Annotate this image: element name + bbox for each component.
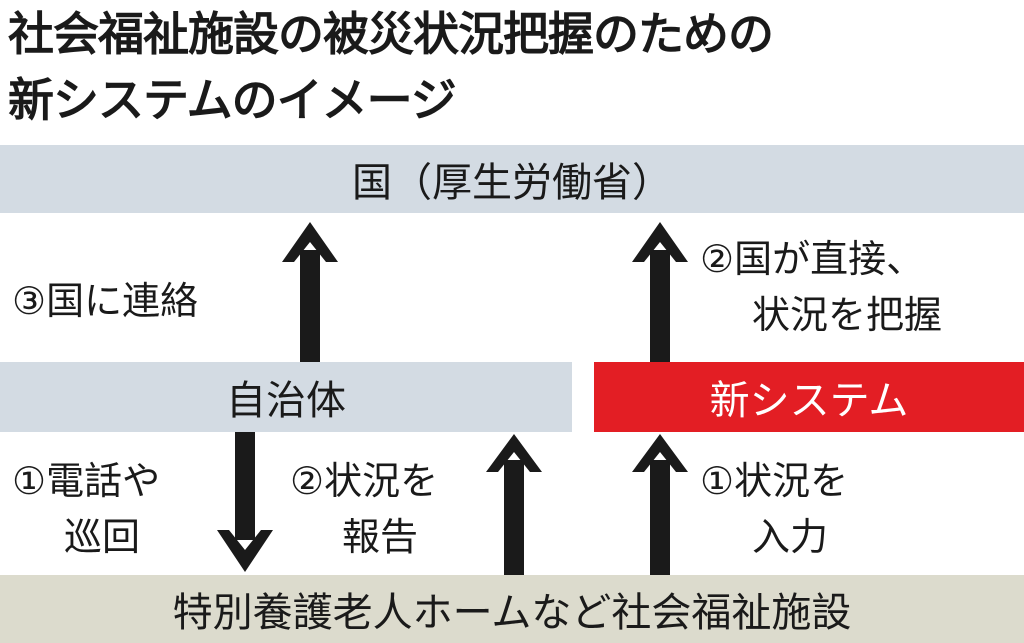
arrow-up-facilities-to-municipality	[486, 434, 542, 575]
municipality-box: 自治体	[0, 362, 572, 432]
label-phone-line-1: ①電話や	[12, 459, 161, 503]
label-direct-line-2: 状況を把握	[752, 293, 943, 337]
label-phone-line-2: 巡回	[64, 515, 141, 559]
label-report-line-1: ②状況を	[290, 459, 439, 503]
arrow-up-system-to-national	[632, 222, 688, 362]
arrow-down-municipality-to-facilities	[217, 432, 273, 572]
facilities-box: 特別養護老人ホームなど社会福祉施設	[0, 575, 1024, 643]
label-report-line-2: 報告	[342, 515, 419, 559]
national-government-box: 国（厚生労働省）	[0, 145, 1024, 213]
label-input-line-2: 入力	[752, 515, 829, 559]
arrow-up-facilities-to-system	[632, 434, 688, 575]
label-input-line-1: ①状況を	[700, 459, 849, 503]
arrow-up-municipality-to-national	[282, 222, 338, 362]
label-contact-nation: ③国に連絡	[12, 279, 199, 323]
title-line-2: 新システムのイメージ	[8, 73, 457, 127]
title-line-1: 社会福祉施設の被災状況把握のための	[8, 7, 774, 61]
new-system-box: 新システム	[594, 362, 1024, 432]
label-direct-line-1: ②国が直接、	[700, 237, 925, 281]
